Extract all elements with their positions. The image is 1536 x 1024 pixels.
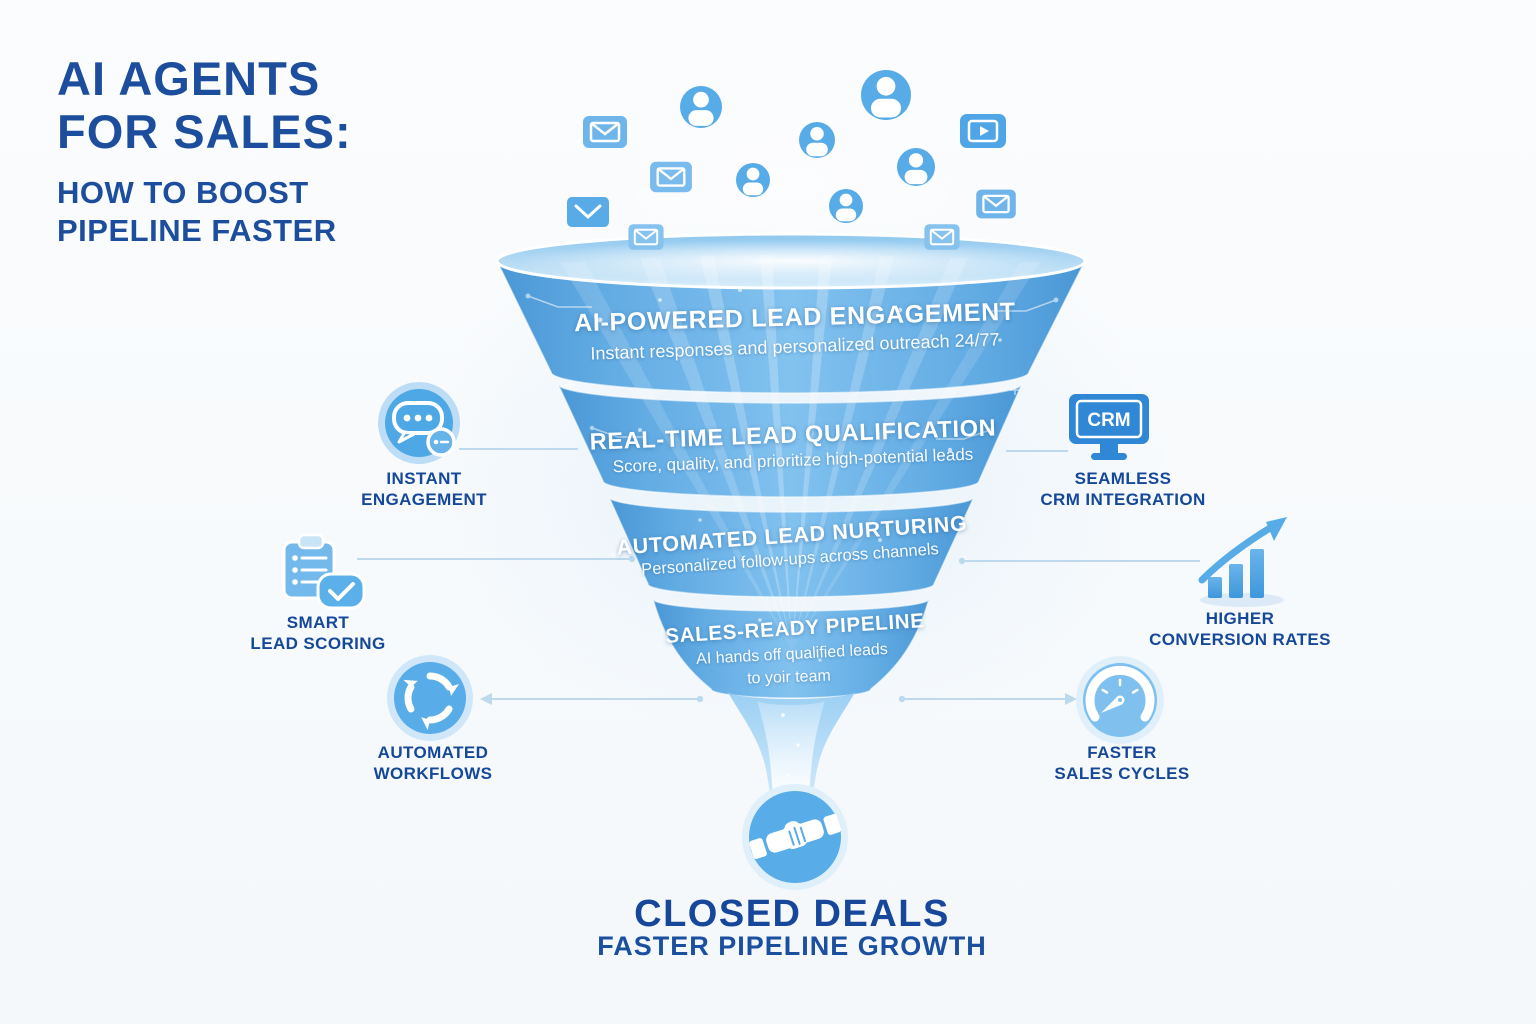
outcome-title: CLOSED DEALS (634, 893, 950, 935)
sales-funnel (496, 260, 1086, 699)
title-line-2: FOR SALES: (57, 105, 352, 158)
email-icon (975, 188, 1017, 220)
circuit-decorations (525, 293, 1059, 440)
callout-automated-workflows: AUTOMATED WORKFLOWS (374, 742, 493, 784)
callout-higher-conversion-rates: HIGHER CONVERSION RATES (1149, 608, 1331, 650)
clipboard-checklist-icon (282, 533, 366, 610)
email-icon (565, 195, 611, 229)
outcome-subtitle: FASTER PIPELINE GROWTH (597, 931, 987, 961)
callout-label-line: FASTER (1087, 743, 1157, 762)
callout-label-line: SEAMLESS (1074, 469, 1172, 488)
email-icon (627, 223, 665, 251)
callout-label-line: CONVERSION RATES (1149, 630, 1331, 649)
chat-bubbles-icon (378, 382, 460, 464)
callout-label-line: WORKFLOWS (373, 764, 493, 783)
connector-lines (357, 448, 1200, 705)
funnel-stage-3-shape (608, 496, 975, 598)
speedometer-icon (1076, 656, 1164, 744)
funnel-stage-4-shape (652, 598, 930, 699)
title-line-1: AI AGENTS (57, 52, 321, 105)
person-icon (829, 189, 863, 223)
callout-label-line: INSTANT (386, 469, 462, 488)
light-rays-funnel (560, 255, 1040, 650)
callout-label-line: SMART (286, 613, 350, 632)
callout-label-line: HIGHER (1205, 609, 1275, 628)
callout-label-line: AUTOMATED (377, 743, 489, 762)
crm-monitor-icon: CRM (1069, 394, 1149, 460)
callout-label-line: ENGAGEMENT (361, 490, 487, 509)
person-icon (680, 86, 722, 128)
person-icon (861, 70, 911, 120)
callout-seamless-crm-integration: SEAMLESS CRM INTEGRATION (1040, 468, 1205, 510)
callout-faster-sales-cycles: FASTER SALES CYCLES (1054, 742, 1189, 784)
callout-instant-engagement: INSTANT ENGAGEMENT (361, 468, 487, 510)
callout-label-line: SALES CYCLES (1054, 764, 1190, 783)
title-line-3: HOW TO BOOST (57, 175, 309, 210)
callout-label-line: LEAD SCORING (250, 634, 386, 653)
growth-bar-chart-icon (1198, 517, 1287, 607)
email-icon (648, 160, 694, 194)
person-icon (897, 148, 935, 186)
cycle-arrows-icon (387, 655, 473, 741)
person-icon (799, 122, 835, 158)
video-play-icon (958, 112, 1008, 150)
funnel-stem (727, 691, 856, 798)
callout-smart-lead-scoring: SMART LEAD SCORING (250, 612, 385, 654)
handshake-icon (742, 784, 848, 890)
title-line-4: PIPELINE FASTER (57, 213, 337, 248)
person-icon (736, 163, 770, 197)
funnel-stage-4-subtitle-2: to yoir team (746, 667, 832, 688)
callout-label-line: CRM INTEGRATION (1040, 490, 1206, 509)
page-title: AI AGENTS FOR SALES: HOW TO BOOST PIPELI… (57, 52, 352, 250)
funnel-stage-2-shape (557, 383, 1023, 498)
email-icon (923, 223, 961, 251)
crm-screen-text: CRM (1087, 410, 1130, 431)
email-icon (581, 114, 629, 150)
